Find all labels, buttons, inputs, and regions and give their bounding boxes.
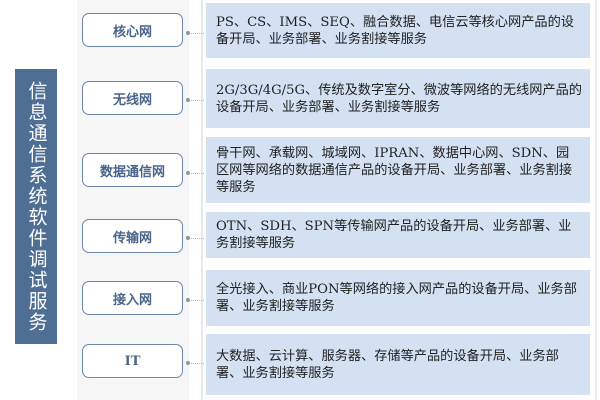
category-label: 核心网 xyxy=(112,24,152,40)
connector-dot-icon xyxy=(186,31,190,35)
category-label: 接入网 xyxy=(112,292,152,308)
category-label: 无线网 xyxy=(112,92,152,108)
connector xyxy=(186,171,204,175)
category-label: 传输网 xyxy=(112,230,152,246)
description-box-it: 大数据、云计算、服务器、存储等产品的设备开局、业务部署、业务割接等服务 xyxy=(206,334,590,395)
category-column-background xyxy=(77,0,189,400)
connector xyxy=(186,361,204,365)
divider-line xyxy=(595,0,597,400)
description-text: OTN、SDH、SPN等传输网产品的设备开局、业务部署、业务割接等服务 xyxy=(216,219,572,251)
category-box-it: IT xyxy=(82,344,183,378)
description-box-data-communication-network: 骨干网、承载网、城域网、IPRAN、数据中心网、SDN、园区网等网络的数据通信产… xyxy=(206,137,590,203)
connector xyxy=(186,98,204,102)
title-bar: 信息通信系统软件调试服务 xyxy=(15,69,57,344)
description-text: 全光接入、商业PON等网络的接入网产品的设备开局、业务部署、业务割接等服务 xyxy=(216,282,577,314)
description-box-core-network: PS、CS、IMS、SEQ、融合数据、电信云等核心网产品的设备开局、业务部署、业… xyxy=(206,3,590,58)
description-text: 2G/3G/4G/5G、传统及数字室分、微波等网络的无线网产品的设备开局、业务部… xyxy=(216,82,582,115)
diagram-title: 信息通信系统软件调试服务 xyxy=(25,80,48,333)
connector-dot-icon xyxy=(186,361,190,365)
connector xyxy=(186,236,204,240)
category-box-core-network: 核心网 xyxy=(82,13,183,47)
category-box-transmission-network: 传输网 xyxy=(82,219,183,253)
category-box-access-network: 接入网 xyxy=(82,281,183,315)
connector-dot-icon xyxy=(186,236,190,240)
connector xyxy=(186,298,204,302)
description-box-access-network: 全光接入、商业PON等网络的接入网产品的设备开局、业务部署、业务割接等服务 xyxy=(206,270,590,326)
description-box-wireless-network: 2G/3G/4G/5G、传统及数字室分、微波等网络的无线网产品的设备开局、业务部… xyxy=(206,69,590,128)
description-text: PS、CS、IMS、SEQ、融合数据、电信云等核心网产品的设备开局、业务部署、业… xyxy=(216,14,574,47)
category-box-data-communication-network: 数据通信网 xyxy=(82,153,183,187)
category-label: IT xyxy=(124,353,141,369)
description-text: 骨干网、承载网、城域网、IPRAN、数据中心网、SDN、园区网等网络的数据通信产… xyxy=(216,145,573,195)
description-text: 大数据、云计算、服务器、存储等产品的设备开局、业务部署、业务割接等服务 xyxy=(216,348,559,381)
description-box-transmission-network: OTN、SDH、SPN等传输网产品的设备开局、业务部署、业务割接等服务 xyxy=(206,212,590,258)
divider-line xyxy=(201,0,203,400)
connector-dot-icon xyxy=(186,298,190,302)
category-label: 数据通信网 xyxy=(99,164,165,180)
connector-dot-icon xyxy=(186,171,190,175)
connector-dot-icon xyxy=(186,98,190,102)
category-box-wireless-network: 无线网 xyxy=(82,81,183,115)
connector xyxy=(186,31,204,35)
